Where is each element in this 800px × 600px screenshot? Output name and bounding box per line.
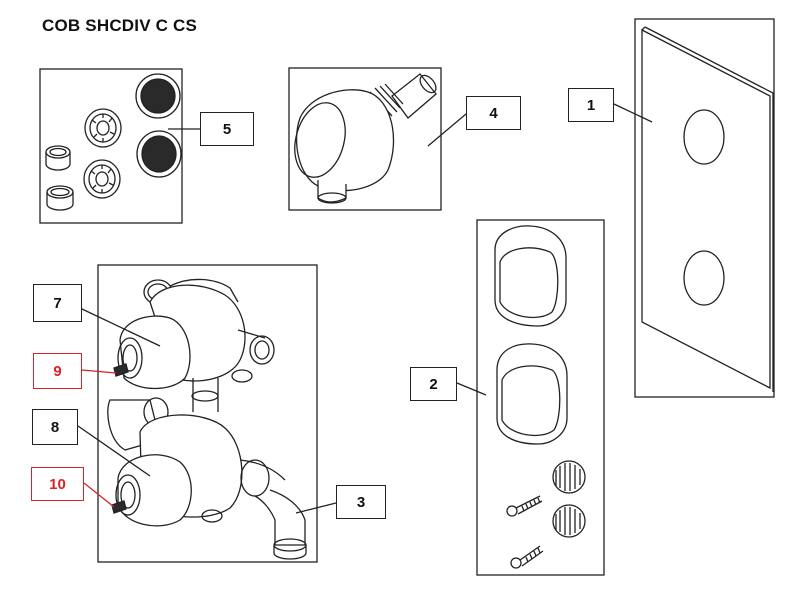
callout-1: 1 bbox=[568, 88, 614, 122]
callout-7: 7 bbox=[33, 284, 82, 322]
callout-5: 5 bbox=[200, 112, 254, 146]
callout-9: 9 bbox=[33, 353, 82, 389]
leader-8 bbox=[77, 425, 151, 477]
panel-seals-and-washers bbox=[39, 68, 183, 224]
leader-2 bbox=[456, 382, 487, 396]
callout-3: 3 bbox=[336, 485, 386, 519]
callout-10: 10 bbox=[31, 467, 84, 501]
leader-10 bbox=[83, 482, 115, 508]
leader-7 bbox=[81, 308, 161, 347]
leader-1 bbox=[613, 103, 653, 123]
leader-4 bbox=[427, 113, 467, 147]
leader-3 bbox=[295, 502, 337, 514]
page-title: COB SHCDIV C CS bbox=[42, 16, 198, 35]
panel-handles-and-screws bbox=[476, 219, 605, 576]
panel-cover-plate bbox=[634, 18, 775, 398]
leader-9 bbox=[81, 369, 117, 374]
callout-4: 4 bbox=[466, 96, 521, 130]
leader-lines bbox=[77, 103, 653, 514]
callout-8: 8 bbox=[32, 409, 78, 445]
panel-valve-assembly bbox=[97, 264, 318, 563]
panel-wall-outlet bbox=[288, 67, 442, 211]
callout-2: 2 bbox=[410, 367, 457, 401]
